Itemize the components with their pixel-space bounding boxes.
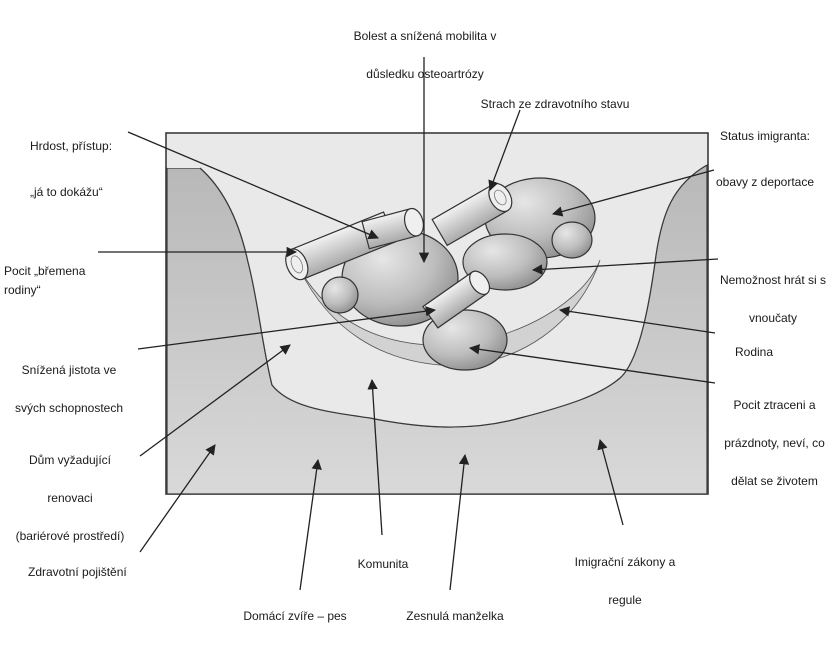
label-ztraceni: Pocit ztraceni a prázdnoty, neví, co děl… (718, 377, 831, 510)
rock-right-small (552, 222, 592, 258)
label-hrdost: Hrdost, přístup: „já to dokážu“ (30, 118, 170, 221)
label-strach: Strach ze zdravotního stavu (465, 76, 645, 133)
label-manzelka: Zesnulá manželka (390, 588, 520, 645)
label-komunita: Komunita (348, 536, 418, 593)
label-jistota: Snížená jistota ve svých schopnostech (4, 342, 134, 437)
rock-left-small (322, 277, 358, 313)
label-status: Status imigranta: obavy z deportace (700, 108, 830, 211)
label-bremena: Pocit „břemena rodiny“ (4, 243, 114, 319)
label-imigracni: Imigrační zákony a regule (560, 534, 690, 629)
label-zvire: Domácí zvíře – pes (225, 588, 365, 645)
label-rodina: Rodina (724, 324, 784, 381)
label-pojisteni: Zdravotní pojištění (28, 544, 158, 601)
